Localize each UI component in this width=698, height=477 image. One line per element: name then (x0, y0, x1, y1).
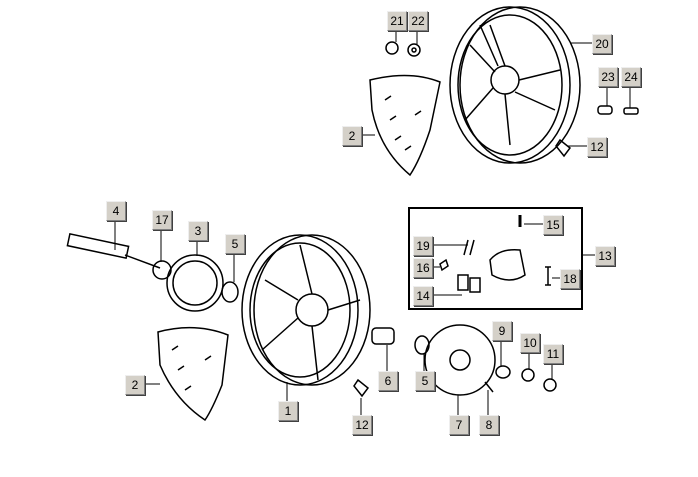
callout-3[interactable]: 3 (188, 221, 208, 241)
caliper (489, 248, 526, 281)
callout-21[interactable]: 21 (387, 11, 407, 31)
callout-23[interactable]: 23 (598, 67, 618, 87)
washer-10 (521, 368, 535, 382)
mudguard-bottom (157, 326, 229, 422)
callout-1[interactable]: 1 (278, 401, 298, 421)
callout-24[interactable]: 24 (621, 67, 641, 87)
callout-8[interactable]: 8 (479, 415, 499, 435)
rear-wheel (449, 6, 581, 164)
callout-19[interactable]: 19 (413, 236, 433, 256)
callout-7[interactable]: 7 (449, 415, 469, 435)
caliper-group-box (408, 207, 583, 310)
valve-top (555, 138, 572, 158)
callout-12-bottom[interactable]: 12 (352, 415, 372, 435)
spacer-6 (371, 327, 395, 345)
callout-22[interactable]: 22 (408, 11, 428, 31)
callout-13[interactable]: 13 (595, 246, 615, 266)
callout-9[interactable]: 9 (492, 321, 512, 341)
part-23 (597, 105, 613, 115)
callout-14[interactable]: 14 (413, 286, 433, 306)
part-3 (166, 254, 224, 312)
bearing-5a (221, 281, 239, 303)
part-9 (495, 365, 511, 379)
nut-11 (543, 378, 557, 392)
nut-21 (385, 41, 399, 55)
callout-6[interactable]: 6 (378, 371, 398, 391)
callout-5-left[interactable]: 5 (225, 234, 245, 254)
callout-2-bottom[interactable]: 2 (125, 375, 145, 395)
brake-disc (424, 324, 496, 396)
front-wheel (241, 234, 371, 386)
callout-15[interactable]: 15 (543, 215, 563, 235)
part-17 (152, 260, 172, 280)
bolt-8 (484, 381, 494, 393)
callout-20[interactable]: 20 (592, 34, 612, 54)
callout-18[interactable]: 18 (560, 269, 580, 289)
part-24 (623, 107, 639, 115)
mudguard-top (369, 74, 441, 177)
bearing-5b (414, 335, 430, 355)
valve-bottom (353, 378, 370, 398)
callout-4[interactable]: 4 (106, 201, 126, 221)
callout-17[interactable]: 17 (152, 210, 172, 230)
callout-11[interactable]: 11 (543, 344, 563, 364)
axle (66, 233, 161, 269)
washer-22 (407, 43, 421, 57)
callout-5-right[interactable]: 5 (415, 371, 435, 391)
callout-16[interactable]: 16 (413, 258, 433, 278)
callout-2-top[interactable]: 2 (342, 126, 362, 146)
callout-12-top[interactable]: 12 (587, 137, 607, 157)
callout-10[interactable]: 10 (520, 333, 540, 353)
